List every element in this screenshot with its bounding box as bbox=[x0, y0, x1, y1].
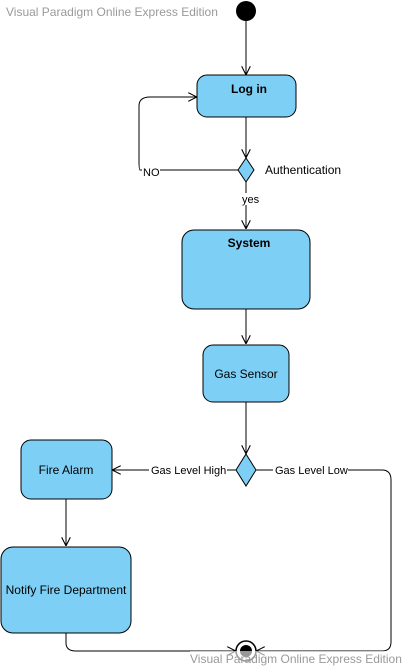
gas-sensor-label: Gas Sensor bbox=[214, 367, 277, 381]
notify-label: Notify Fire Department bbox=[6, 583, 127, 597]
authentication-decision[interactable] bbox=[237, 157, 255, 183]
authentication-label: Authentication bbox=[265, 163, 341, 177]
gas-low-label-bg bbox=[273, 463, 348, 476]
watermark-bottom-bg bbox=[190, 651, 406, 666]
edge-no-loop bbox=[138, 97, 238, 171]
watermark-top: Visual Paradigm Online Express Edition bbox=[6, 5, 218, 19]
edge-label-gas-low: Gas Level Low bbox=[275, 465, 348, 477]
gas-high-label-bg bbox=[149, 463, 227, 476]
login-label: Log in bbox=[231, 82, 267, 96]
watermark-bottom: Visual Paradigm Online Express Edition bbox=[190, 652, 402, 666]
edge-label-gas-high: Gas Level High bbox=[151, 465, 226, 477]
yes-label-bg bbox=[241, 193, 263, 205]
start-node bbox=[236, 1, 256, 21]
fire-alarm-label: Fire Alarm bbox=[39, 463, 94, 477]
edge-notify-end bbox=[65, 633, 235, 651]
edge-gas-low bbox=[256, 469, 392, 651]
edge-label-yes: yes bbox=[242, 194, 260, 206]
system-label: System bbox=[228, 236, 271, 250]
edge-label-no: NO bbox=[143, 167, 160, 179]
no-label-bg bbox=[142, 165, 160, 177]
gas-level-decision[interactable] bbox=[235, 453, 257, 487]
